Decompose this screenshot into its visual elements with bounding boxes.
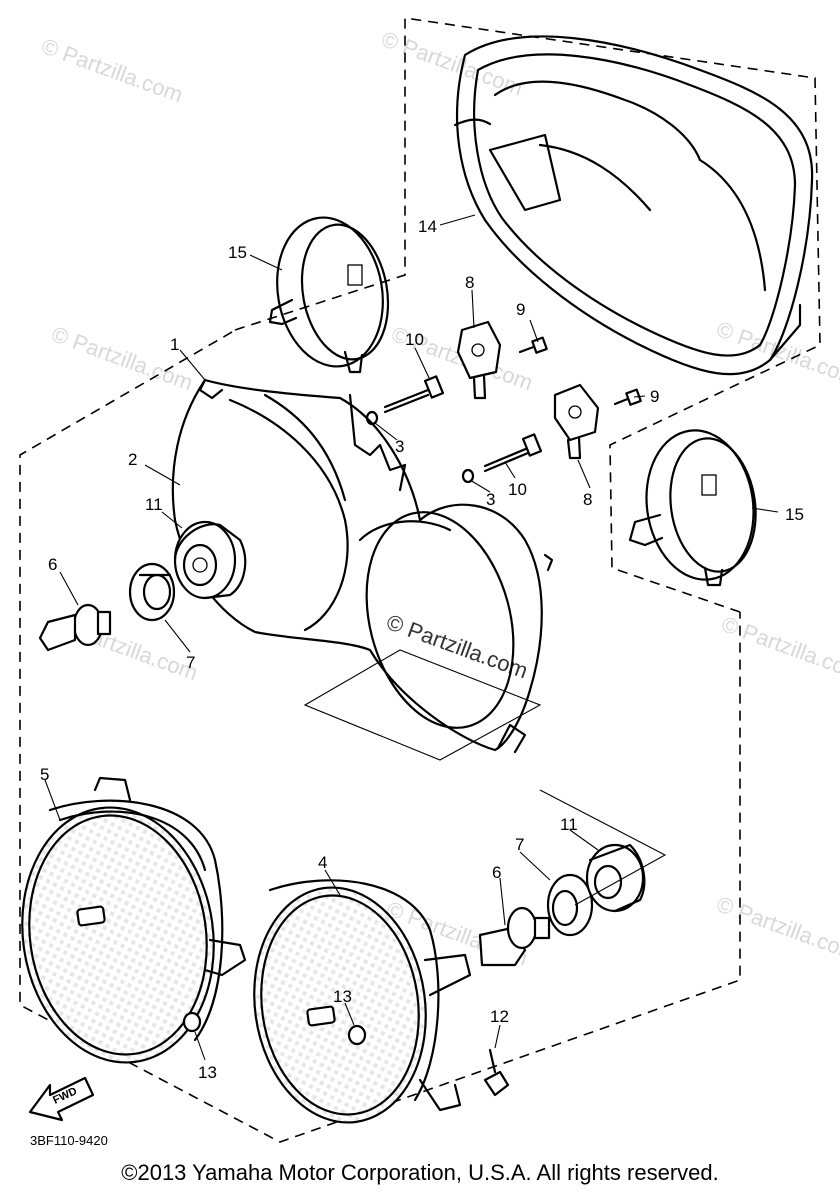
diagram-code: 3BF110-9420 — [30, 1133, 108, 1148]
callout-12: 12 — [490, 1007, 509, 1026]
callout-9: 9 — [516, 300, 525, 319]
part-6-bulb-upper — [38, 603, 112, 652]
part-11-cover-upper — [173, 520, 247, 600]
callout-11: 11 — [560, 815, 578, 834]
fwd-arrow-icon: FWD — [28, 1076, 95, 1122]
part-3-o-rings — [365, 410, 475, 484]
headlight-group-outline — [19, 331, 741, 1143]
callout-2: 2 — [128, 450, 137, 469]
watermark-text: © Partzilla.com — [48, 321, 196, 395]
part-13-grommet-left — [182, 1011, 202, 1033]
part-13-grommet-right — [347, 1024, 367, 1046]
part-15-bezel-right — [628, 429, 757, 587]
part-15-bezel-left — [268, 216, 390, 374]
callout-9: 9 — [650, 387, 659, 406]
watermark-text: © Partzilla.com — [718, 611, 840, 685]
part-6-bulb-lower — [478, 906, 551, 967]
exploded-parts-diagram: © Partzilla.com © Partzilla.com © Partzi… — [19, 17, 840, 1148]
leader-lines — [44, 214, 779, 1061]
callout-3: 3 — [395, 437, 404, 456]
callout-1: 1 — [170, 335, 179, 354]
part-7-socket-lower — [546, 873, 594, 937]
callout-7: 7 — [515, 835, 524, 854]
callout-15: 15 — [228, 243, 247, 262]
copyright-footer: ©2013 Yamaha Motor Corporation, U.S.A. A… — [121, 1160, 719, 1185]
part-12-fastener — [483, 1048, 510, 1097]
part-8-bracket-upper — [456, 320, 502, 400]
part-8-bracket-lower — [553, 383, 600, 460]
callout-4: 4 — [318, 853, 327, 872]
part-4-headlight-right — [253, 879, 472, 1124]
watermark-text: © Partzilla.com — [38, 33, 186, 107]
part-10-adjusting-screw-upper — [383, 375, 445, 414]
part-10-adjusting-screw-lower — [483, 433, 543, 473]
part-5-headlight-left — [21, 776, 247, 1064]
callout-6: 6 — [492, 863, 501, 882]
group-outlines — [19, 17, 821, 1143]
part-11-cover-lower — [585, 843, 646, 913]
callout-13: 13 — [198, 1063, 217, 1082]
callout-11: 11 — [145, 495, 163, 514]
assembly-guides — [303, 649, 667, 906]
callout-6: 6 — [48, 555, 57, 574]
callouts: 15 14 8 9 9 10 10 3 3 8 15 1 2 11 6 7 5 … — [40, 217, 804, 1082]
callout-8: 8 — [465, 273, 474, 292]
callout-10: 10 — [508, 480, 527, 499]
callout-14: 14 — [418, 217, 437, 236]
part-7-socket-upper — [128, 562, 176, 622]
callout-3: 3 — [486, 490, 495, 509]
watermark-text: © Partzilla.com — [713, 891, 840, 965]
callout-15: 15 — [785, 505, 804, 524]
part-9-bolt-lower — [613, 388, 642, 406]
callout-5: 5 — [40, 765, 49, 784]
part-2-headlight-body — [171, 378, 554, 754]
callout-13: 13 — [333, 987, 352, 1006]
part-14-cowl — [453, 35, 814, 376]
callout-10: 10 — [405, 330, 424, 349]
callout-7: 7 — [186, 653, 195, 672]
cowl-group-outline — [234, 17, 821, 613]
part-9-bolt-upper — [518, 336, 548, 354]
callout-8: 8 — [583, 490, 592, 509]
